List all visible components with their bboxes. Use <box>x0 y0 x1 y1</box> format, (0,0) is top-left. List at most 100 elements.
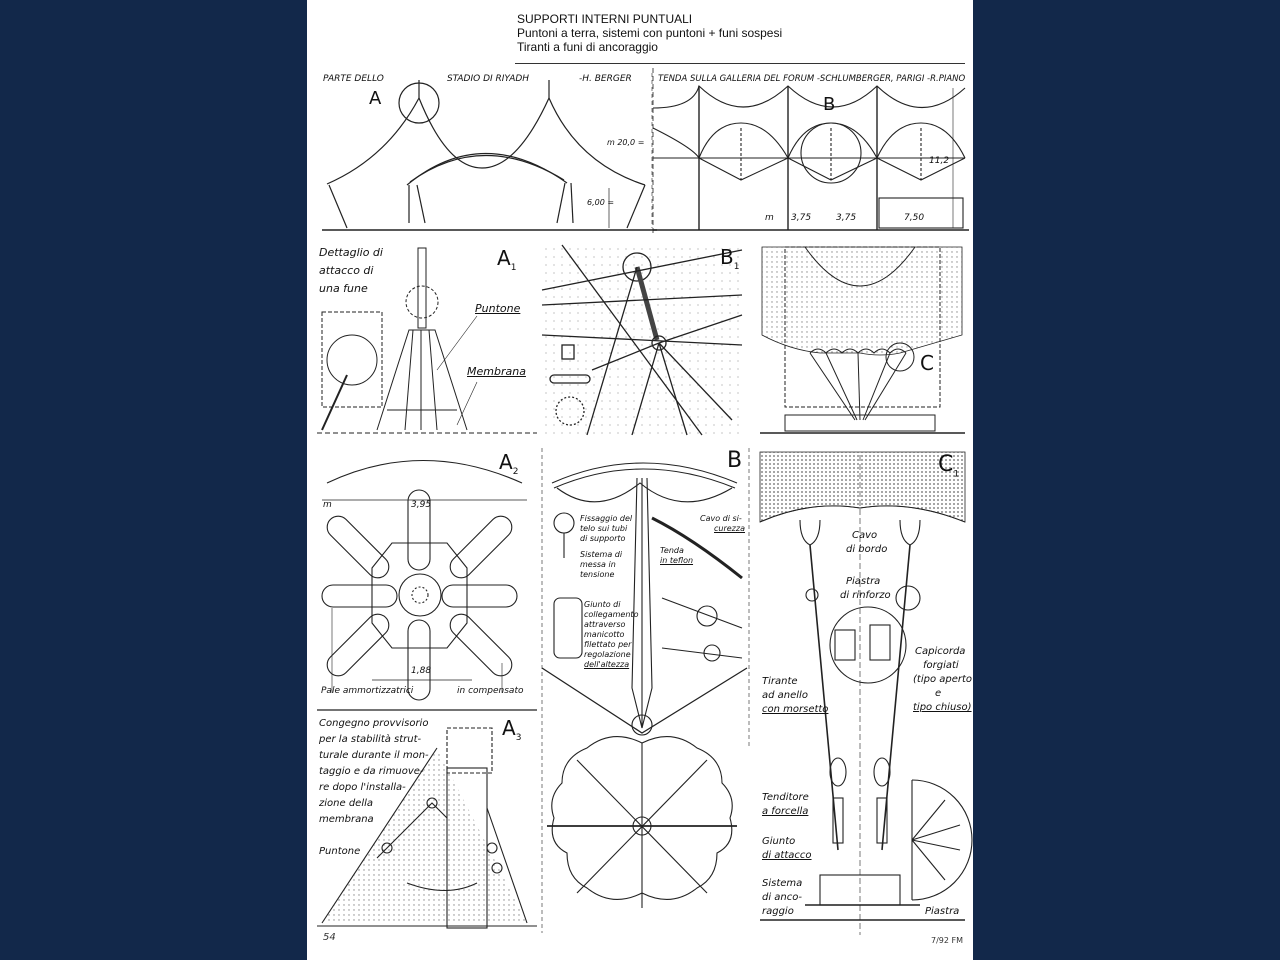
c1-note-giunto-2: di attacco <box>762 850 812 861</box>
dim-unit-m: m <box>765 213 774 223</box>
b-strut-and-umbrella-drawing <box>541 448 750 933</box>
b-note-tenda-1: Tenda <box>660 546 684 555</box>
c1-note-tirante-3: con morsetto <box>762 704 829 715</box>
detail-label-a2: A2 <box>499 450 518 477</box>
c1-note-sistema-2: di anco- <box>762 892 802 903</box>
label-letter: A <box>499 450 513 474</box>
caption-stadio-riyadh: STADIO DI RIYADH <box>447 74 530 84</box>
dim-7-50: 7,50 <box>904 213 925 223</box>
b-note-cavo-1: Cavo di si- <box>700 514 742 523</box>
c1-note-sistema-1: Sistema <box>762 878 803 889</box>
a2-dim-3-95: 3,95 <box>411 500 432 510</box>
a3-note-line-1: Congegno provvisorio <box>319 718 429 729</box>
b-note-sistema-3: tensione <box>580 570 615 579</box>
label-subscript: 3 <box>515 733 522 743</box>
a1-mast-drawing <box>317 247 537 434</box>
label-letter: B <box>720 245 734 269</box>
caption-berger: -H. BERGER <box>579 74 632 84</box>
a1-note-line-3: una fune <box>319 282 368 295</box>
a3-note-line-7: membrana <box>319 814 374 825</box>
header-divider <box>515 63 965 64</box>
a3-note-line-5: re dopo l'installa- <box>319 782 406 793</box>
b1-radial-cables-drawing <box>541 244 743 436</box>
b-note-giunto-6: regolazione <box>584 650 631 659</box>
caption-forum: TENDA SULLA GALLERIA DEL FORUM -SCHLUMBE… <box>658 74 966 84</box>
b-note-sistema-2: messa in <box>580 560 616 569</box>
a3-note-line-6: zione della <box>319 798 373 809</box>
c1-note-capicorda-4: e <box>935 688 942 699</box>
b-note-sistema-1: Sistema di <box>580 550 623 559</box>
detail-c-overview: C <box>760 245 965 435</box>
label-subscript: 1 <box>510 263 517 273</box>
b-note-giunto-5: filettato per <box>584 640 632 649</box>
c1-note-capicorda-1: Capicorda <box>915 646 966 657</box>
a3-note-line-2: per la stabilità strut- <box>319 734 422 745</box>
a3-temporary-brace-drawing <box>317 709 537 929</box>
detail-b1: B1 <box>541 244 743 436</box>
page-header: SUPPORTI INTERNI PUNTUALI Puntoni a terr… <box>517 12 782 54</box>
a2-damper-paddles-drawing <box>321 460 527 701</box>
c1-note-cavo-2: di bordo <box>846 544 888 555</box>
c1-note-capicorda-5: tipo chiuso) <box>913 702 972 713</box>
b-note-giunto-7: dell'altezza <box>584 660 630 669</box>
detail-label-b1: B1 <box>720 245 739 272</box>
b-note-cavo-2: curezza <box>714 524 745 533</box>
a1-callout-puntone: Puntone <box>475 302 521 315</box>
c1-note-piastra-base: Piastra <box>925 906 960 917</box>
c1-note-piastra-1: Piastra <box>846 576 881 587</box>
label-subscript: 1 <box>953 469 960 480</box>
detail-label-a1: A1 <box>497 246 516 273</box>
page-subtitle-2: Tiranti a funi di ancoraggio <box>517 40 658 54</box>
a3-callout-puntone: Puntone <box>319 846 361 857</box>
label-letter: A <box>497 246 511 270</box>
detail-label-c: C <box>920 351 934 375</box>
dim-height-20: m 20,0 = <box>607 138 645 147</box>
page-subtitle-1: Puntoni a terra, sistemi con puntoni + f… <box>517 26 783 40</box>
detail-a2: A2 m 3,95 1,88 Pale ammortizzatrici in c… <box>317 448 537 703</box>
a2-dim-1-88: 1,88 <box>411 666 432 676</box>
page-number: 54 <box>323 932 336 943</box>
b-note-tenda-2: in teflon <box>660 556 694 565</box>
b-note-fissaggio-3: di supporto <box>580 534 626 543</box>
a2-dim-unit: m <box>323 500 332 510</box>
dim-height-6: 6,00 = <box>587 198 615 207</box>
label-letter: C <box>938 452 954 477</box>
c1-note-tenditore-1: Tenditore <box>762 792 809 803</box>
detail-label-c1: C1 <box>938 452 959 479</box>
a3-note-line-4: taggio e da rimuove- <box>319 766 424 777</box>
page-title: SUPPORTI INTERNI PUNTUALI <box>517 12 693 26</box>
detail-a3: A3 Congegno provvisorio per la stabilità… <box>317 708 537 933</box>
c1-note-piastra-2: di rinforzo <box>840 590 891 601</box>
c1-note-cavo-1: Cavo <box>852 530 878 541</box>
detail-c1: C1 Cavo di bordo Piastra di rinforzo Tir… <box>759 450 973 935</box>
caption-parte-dello: PARTE DELLO <box>323 74 384 84</box>
c1-note-sistema-3: raggio <box>762 906 794 917</box>
c1-anchorage-drawing <box>759 451 973 935</box>
schlumberger-tent-drawing <box>652 68 969 233</box>
detail-label-a: A <box>369 88 382 109</box>
label-subscript: 1 <box>733 262 740 272</box>
detail-a1: Dettaglio di attacco di una fune A1 Punt… <box>317 240 537 435</box>
b-note-giunto-2: collegamento <box>584 610 639 619</box>
c1-note-tenditore-2: a forcella <box>762 806 809 817</box>
detail-label-a3: A3 <box>502 716 521 743</box>
a1-note-line-1: Dettaglio di <box>319 246 383 259</box>
a1-callout-membrana: Membrana <box>467 365 526 378</box>
detail-b: B Fissaggio del telo sui tubi di support… <box>541 448 752 933</box>
document-page: SUPPORTI INTERNI PUNTUALI Puntoni a terr… <box>307 0 973 960</box>
c1-note-tirante-1: Tirante <box>762 676 798 687</box>
c1-note-giunto-1: Giunto <box>762 836 796 847</box>
c1-note-capicorda-3: (tipo aperto <box>913 674 973 685</box>
detail-label-b-section: B <box>727 448 743 473</box>
label-subscript: 2 <box>512 467 519 477</box>
c1-note-tirante-2: ad anello <box>762 690 808 701</box>
a2-caption-pale: Pale ammortizzatrici <box>321 686 414 696</box>
b-note-fissaggio-1: Fissaggio del <box>580 514 633 523</box>
a2-caption-compensato: in compensato <box>457 686 524 696</box>
elevation-riyadh: PARTE DELLO STADIO DI RIYADH -H. BERGER … <box>317 68 657 233</box>
dim-height-11: 11,2 <box>929 156 950 166</box>
b-note-fissaggio-2: telo sui tubi <box>580 524 628 533</box>
a3-note-line-3: turale durante il mon- <box>319 750 429 761</box>
a1-note-line-2: attacco di <box>319 264 374 277</box>
c-overview-drawing <box>760 246 965 434</box>
